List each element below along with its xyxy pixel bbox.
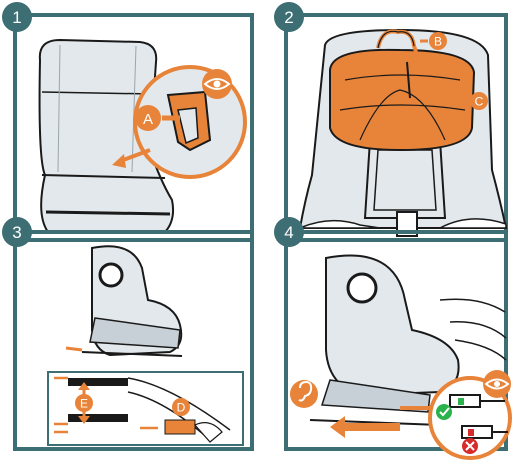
panel-1-frame (13, 13, 254, 242)
car-seat-backrest (38, 38, 175, 233)
callout-d-badge (172, 398, 190, 416)
headrest (329, 48, 476, 152)
step-2-number: 2 (284, 8, 293, 27)
callout-c-label: C (475, 95, 484, 109)
indicator-wrong (461, 425, 508, 439)
seat-base (320, 379, 431, 413)
seat-side-logo (346, 272, 378, 304)
seat-side-logo (98, 262, 124, 288)
seat-base (89, 317, 181, 349)
child-seat-side (325, 254, 460, 397)
callout-b-label: B (434, 35, 442, 49)
step-1-badge (2, 2, 32, 32)
callout-c-badge (470, 92, 488, 110)
panel-step-3: E D 3 (2, 217, 254, 451)
panel-3-frame (13, 230, 254, 451)
callout-e-badge (75, 394, 93, 412)
step-4-number: 4 (284, 223, 293, 242)
check-badge (436, 404, 452, 420)
callout-a-label: A (143, 111, 153, 128)
panel-step-2: B C 2 (274, 2, 508, 242)
step-4-badge (274, 217, 304, 247)
callout-b-badge (429, 32, 447, 50)
eye-icon (203, 78, 231, 90)
panel-step-4: 4 (274, 217, 512, 460)
indicator-correct (449, 394, 505, 408)
panel-step-1: A 1 (2, 2, 254, 242)
ear-badge (290, 380, 318, 408)
step-2-badge (274, 2, 304, 32)
ear-icon (298, 380, 313, 402)
step-1-number: 1 (12, 8, 21, 27)
eye-icon (484, 378, 510, 390)
panel-2-frame (284, 13, 508, 242)
callout-d-label: D (177, 401, 186, 415)
callout-a-badge (135, 105, 161, 131)
check-icon (439, 407, 450, 417)
arrow-icon (345, 423, 400, 431)
step-3-badge (2, 217, 32, 247)
callout-e-label: E (80, 397, 88, 411)
panel-4-frame (284, 230, 508, 451)
cross-icon (465, 441, 475, 451)
step-3-number: 3 (12, 223, 21, 242)
